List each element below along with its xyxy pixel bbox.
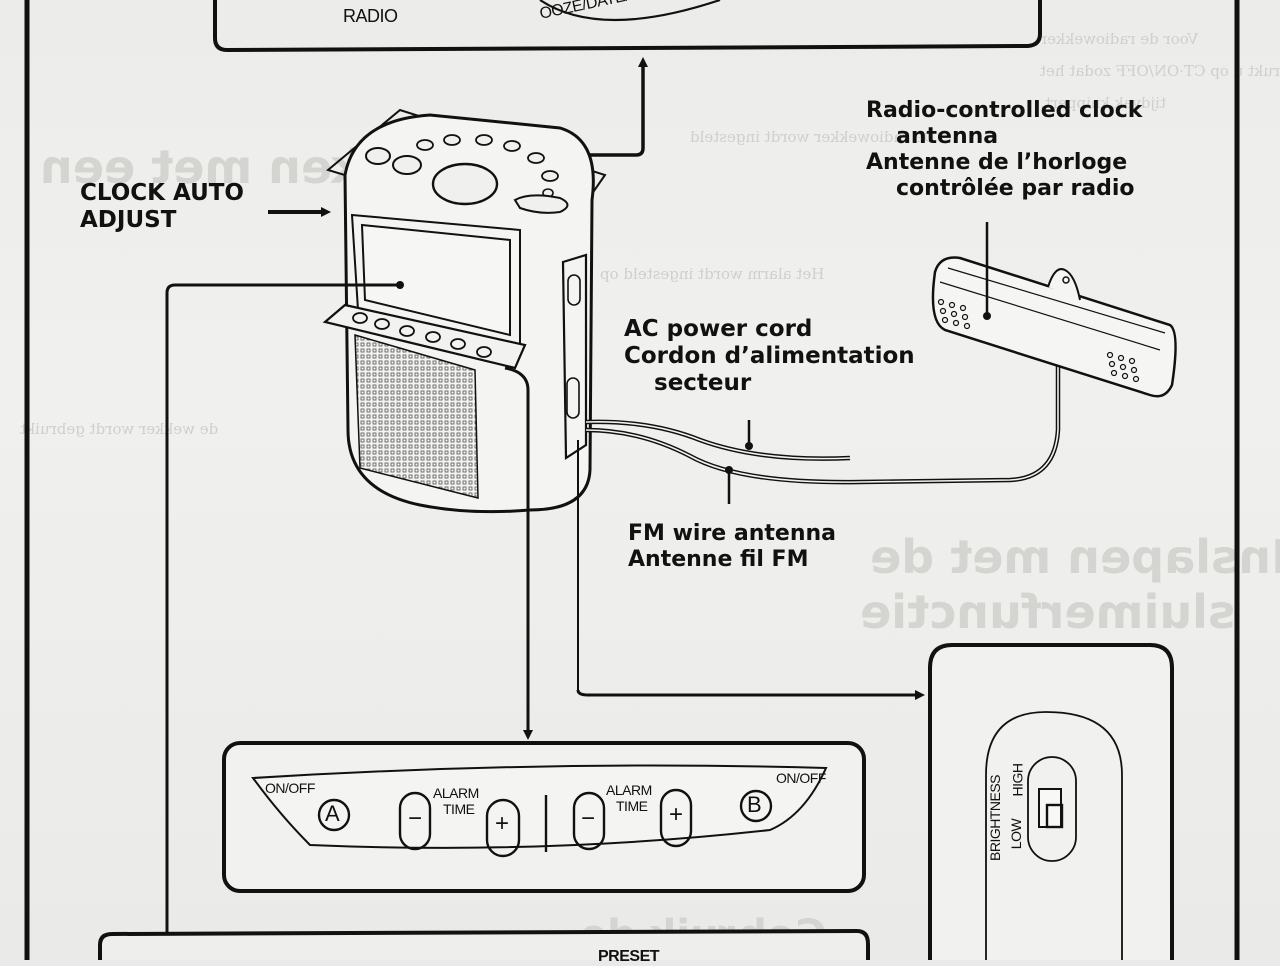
button-a-letter[interactable]: A bbox=[325, 801, 340, 826]
clock-radio-device bbox=[322, 108, 607, 690]
rc-antenna-label: Radio-controlled clock antenna Antenne d… bbox=[866, 98, 1142, 202]
alarm-control-strip bbox=[251, 764, 828, 849]
callout-line: Cordon d’alimentation bbox=[624, 343, 915, 370]
brightness-label: BRIGHTNESS bbox=[987, 774, 1004, 862]
bottom-panel-box bbox=[98, 928, 870, 960]
preset-label-partial: PRESET bbox=[598, 948, 660, 965]
ac-power-cord-label: AC power cord Cordon d’alimentation sect… bbox=[624, 316, 915, 397]
brightness-slot bbox=[985, 711, 1123, 960]
alarm-b-alarm-label: ALARM bbox=[606, 782, 652, 798]
alarm-b-plus-button[interactable]: + bbox=[669, 801, 683, 828]
top-panel-arc bbox=[539, 0, 721, 22]
button-b-outline bbox=[739, 789, 773, 823]
brightness-switch-track bbox=[1027, 756, 1077, 862]
radio-label: RADIO bbox=[343, 6, 398, 26]
callout-line: CLOCK AUTO bbox=[80, 180, 244, 206]
button-b-letter[interactable]: B bbox=[747, 792, 762, 817]
callout-line: contrôlée par radio bbox=[896, 175, 1135, 201]
brightness-switch-knob bbox=[1038, 788, 1062, 828]
clock-auto-adjust-label: CLOCK AUTO ADJUST bbox=[80, 180, 244, 234]
callout-line: Antenne de l’horloge bbox=[866, 149, 1128, 175]
alarm-b-onoff-label: ON/OFF bbox=[776, 770, 826, 786]
right-minus-outline bbox=[572, 791, 606, 851]
brightness-high-label: HIGH bbox=[1009, 763, 1026, 797]
left-plus-outline bbox=[485, 798, 521, 858]
brightness-low-label: LOW bbox=[1008, 818, 1025, 850]
arrow-display-to-bottom-panel bbox=[162, 283, 400, 950]
button-a-outline bbox=[317, 798, 351, 832]
alarm-a-time-label: TIME bbox=[443, 801, 475, 817]
alarm-a-onoff-label: ON/OFF bbox=[265, 780, 315, 796]
alarm-a-minus-button[interactable]: − bbox=[408, 805, 422, 832]
right-plus-outline bbox=[659, 788, 693, 848]
arrow-to-top-panel bbox=[560, 57, 648, 157]
callout-line: antenna bbox=[896, 123, 999, 149]
callout-line: ADJUST bbox=[80, 207, 177, 234]
ac-power-cord bbox=[585, 419, 851, 461]
arrow-buttons-to-alarm-panel bbox=[504, 366, 533, 740]
top-panel-box bbox=[213, 0, 1042, 53]
alarm-b-minus-button[interactable]: − bbox=[581, 805, 595, 832]
arrow-side-to-brightness-panel bbox=[576, 689, 925, 700]
rc-antenna-unit bbox=[931, 222, 1177, 398]
callout-line: Antenne fil FM bbox=[628, 546, 809, 572]
left-minus-outline bbox=[398, 791, 432, 851]
alarm-a-alarm-label: ALARM bbox=[433, 785, 479, 801]
alarm-a-plus-button[interactable]: + bbox=[495, 810, 509, 837]
callout-line: FM wire antenna bbox=[628, 521, 836, 546]
alarm-b-time-label: TIME bbox=[616, 798, 648, 814]
fm-wire-antenna-label: FM wire antenna Antenne fil FM bbox=[628, 521, 836, 573]
callout-line: AC power cord bbox=[624, 316, 813, 342]
callout-line: Radio-controlled clock bbox=[866, 98, 1143, 123]
callout-line: secteur bbox=[654, 370, 752, 397]
